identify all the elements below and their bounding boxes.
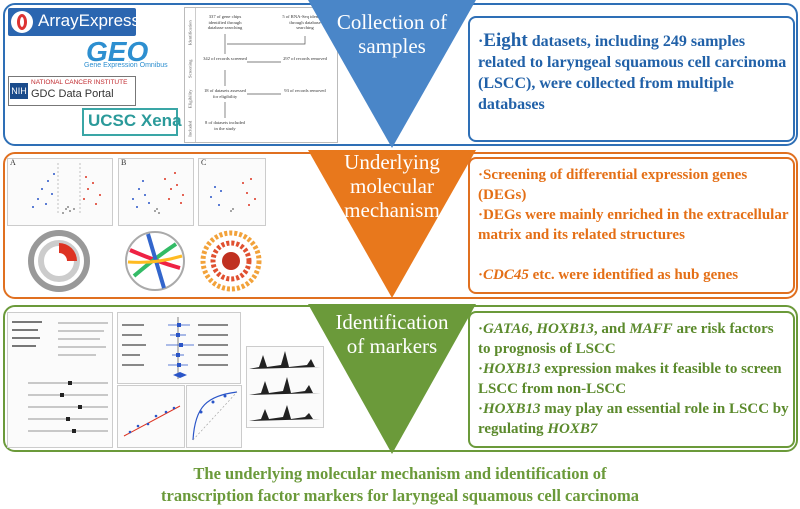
markers-bullet-1: ·GATA6, HOXB13, and MAFF are risk factor… bbox=[478, 321, 774, 357]
ucsc-xena-logo: UCSC Xena bbox=[82, 108, 182, 136]
arrayexpress-logo: ArrayExpress bbox=[8, 8, 140, 36]
chord-diagram bbox=[125, 231, 185, 291]
flow-step-a: 337 of gene chips identified through dat… bbox=[207, 14, 243, 30]
volcano-a-graphic bbox=[32, 163, 101, 215]
nci-gdc-logo: NIH NATIONAL CANCER INSTITUTE GDC Data P… bbox=[8, 76, 136, 106]
flow-step-g: 8 of datasets included in the study bbox=[205, 120, 245, 131]
nomogram-plot bbox=[7, 312, 113, 448]
chip-seq-tracks bbox=[246, 346, 324, 428]
collection-bullet: ·Eight datasets, including 249 samples r… bbox=[478, 30, 787, 113]
geo-subtitle: Gene Expression Omnibus bbox=[84, 62, 168, 69]
collection-title: Collection of samples bbox=[336, 10, 448, 58]
flow-step-f: 93 of records removed bbox=[284, 88, 326, 93]
mechanism-triangle bbox=[308, 150, 476, 298]
flow-step-c: 342 of records screened bbox=[203, 56, 247, 61]
volcano-plot-a: A bbox=[7, 158, 113, 226]
collection-triangle bbox=[308, 0, 476, 148]
mechanism-bullet-2: ·DEGs were mainly enriched in the extrac… bbox=[478, 207, 789, 243]
mechanism-title: Underlying molecular mechanism bbox=[344, 150, 440, 222]
figure-title-line-2: transcription factor markers for larynge… bbox=[161, 486, 639, 505]
flow-step-b: 5 of RNA-Seq identified through database… bbox=[282, 14, 328, 30]
arrayexpress-text: ArrayExpress bbox=[38, 11, 141, 30]
gdc-text: GDC Data Portal bbox=[31, 88, 114, 100]
volcano-b-graphic bbox=[132, 172, 184, 214]
arrayexpress-mark-icon bbox=[11, 11, 33, 33]
volcano-b-label: B bbox=[121, 158, 127, 167]
forest-plot-graphic bbox=[122, 317, 228, 379]
nih-badge: NIH bbox=[10, 83, 28, 99]
correlation-plot bbox=[117, 385, 185, 448]
chip-seq-graphic bbox=[249, 351, 321, 421]
nci-text: NATIONAL CANCER INSTITUTE bbox=[31, 79, 128, 86]
volcano-plot-b: B bbox=[118, 158, 194, 226]
flow-arrows bbox=[224, 34, 306, 118]
ucsc-xena-text: UCSC Xena bbox=[88, 111, 182, 130]
roc-curve-plot bbox=[186, 385, 242, 448]
volcano-plot-c: C bbox=[198, 158, 266, 226]
mechanism-bullet-3: ·CDC45 etc. were identified as hub genes bbox=[478, 267, 739, 283]
prisma-flow-diagram: Identification Screening Eligibility Inc… bbox=[184, 7, 338, 143]
go-enrichment-circle bbox=[28, 230, 90, 292]
nomogram-graphic bbox=[12, 321, 108, 433]
ppi-network-circle bbox=[200, 230, 262, 292]
geo-text: GEO bbox=[86, 36, 149, 67]
mechanism-bullet-1: ·Screening of differential expression ge… bbox=[478, 167, 748, 203]
flow-step-d: 297 of records removed bbox=[283, 56, 327, 61]
figure-title-line-1: The underlying molecular mechanism and i… bbox=[193, 464, 607, 483]
markers-bullet-3: ·HOXB13 may play an essential role in LS… bbox=[478, 401, 789, 437]
correlation-plot-graphic bbox=[123, 405, 181, 437]
volcano-c-graphic bbox=[210, 178, 256, 212]
markers-triangle bbox=[308, 304, 476, 454]
markers-summary-box: ·GATA6, HOXB13, and MAFF are risk factor… bbox=[468, 311, 795, 448]
collection-summary-box: ·Eight datasets, including 249 samples r… bbox=[468, 16, 795, 142]
mechanism-summary-box: ·Screening of differential expression ge… bbox=[468, 157, 795, 294]
markers-bullet-2: ·HOXB13 expression makes it feasible to … bbox=[478, 361, 782, 397]
flow-step-e: 18 of datasets assessed for eligibility bbox=[204, 88, 246, 99]
volcano-a-label: A bbox=[10, 158, 16, 167]
markers-title: Identification of markers bbox=[335, 310, 449, 358]
geo-logo: GEO Gene Expression Omnibus bbox=[84, 36, 176, 70]
volcano-c-label: C bbox=[201, 158, 207, 167]
forest-plot bbox=[117, 312, 241, 384]
roc-curve-graphic bbox=[192, 391, 238, 441]
